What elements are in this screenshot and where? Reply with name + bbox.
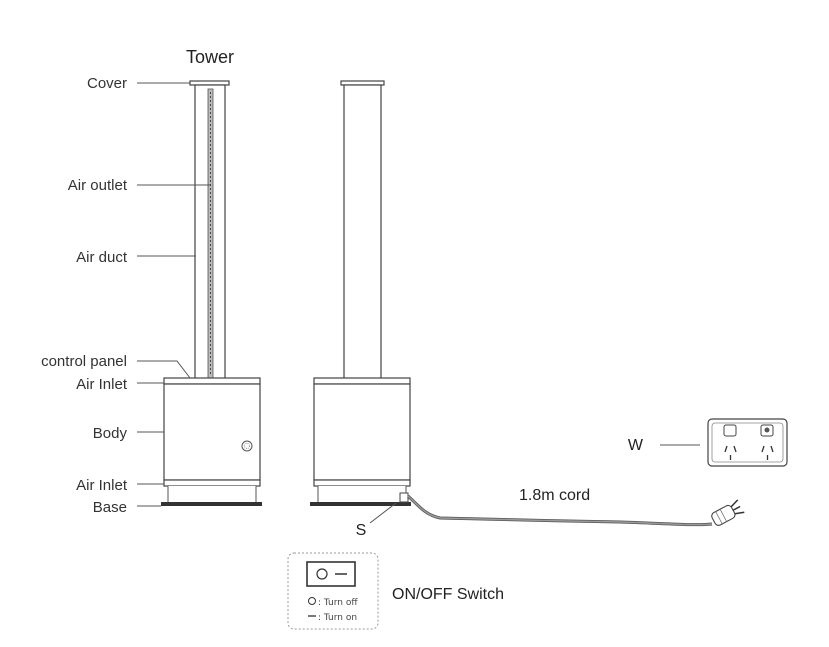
label-air-inlet-bottom: Air Inlet	[76, 477, 128, 494]
label-switch-title: ON/OFF Switch	[392, 586, 504, 603]
legend-on-text: Turn on	[323, 613, 357, 623]
back-air-duct	[343, 84, 382, 383]
label-cover: Cover	[87, 75, 127, 92]
back-base-plate	[310, 502, 411, 506]
svg-text:: Turn on: : Turn on	[318, 613, 357, 623]
off-symbol-icon	[316, 568, 328, 580]
back-body	[313, 383, 411, 481]
label-switch-marker: S	[356, 522, 367, 539]
socket-switch-left	[723, 424, 737, 437]
base-switch	[399, 492, 409, 503]
switch-detail-box: : Turn off : Turn on	[287, 552, 379, 630]
tower-body	[163, 383, 261, 481]
switch-graphic	[306, 561, 356, 587]
back-bottom-strip	[313, 479, 411, 487]
label-cord: 1.8m cord	[519, 487, 590, 504]
label-wall-socket: W	[628, 437, 644, 454]
top-air-inlet-strip	[163, 377, 261, 385]
diagram-title: Tower	[186, 47, 234, 67]
tower-back-view	[310, 80, 411, 506]
tower-front-view	[161, 80, 262, 506]
wall-socket	[707, 418, 788, 467]
legend-off-text: Turn off	[323, 598, 358, 608]
label-body: Body	[93, 425, 128, 442]
svg-text:: Turn off: : Turn off	[318, 598, 358, 608]
plug-icon	[711, 499, 745, 526]
label-air-duct: Air duct	[76, 249, 128, 266]
control-knob-icon	[241, 440, 253, 452]
label-air-inlet-top: Air Inlet	[76, 376, 128, 393]
bottom-air-inlet-strip	[163, 479, 261, 487]
label-base: Base	[93, 499, 127, 516]
back-top-strip	[313, 377, 411, 385]
label-control-panel: control panel	[41, 353, 127, 370]
base-plate	[161, 502, 262, 506]
label-air-outlet: Air outlet	[68, 177, 128, 194]
legend-off-icon	[308, 597, 316, 605]
left-labels: Cover Air outlet Air duct control panel …	[41, 75, 210, 516]
